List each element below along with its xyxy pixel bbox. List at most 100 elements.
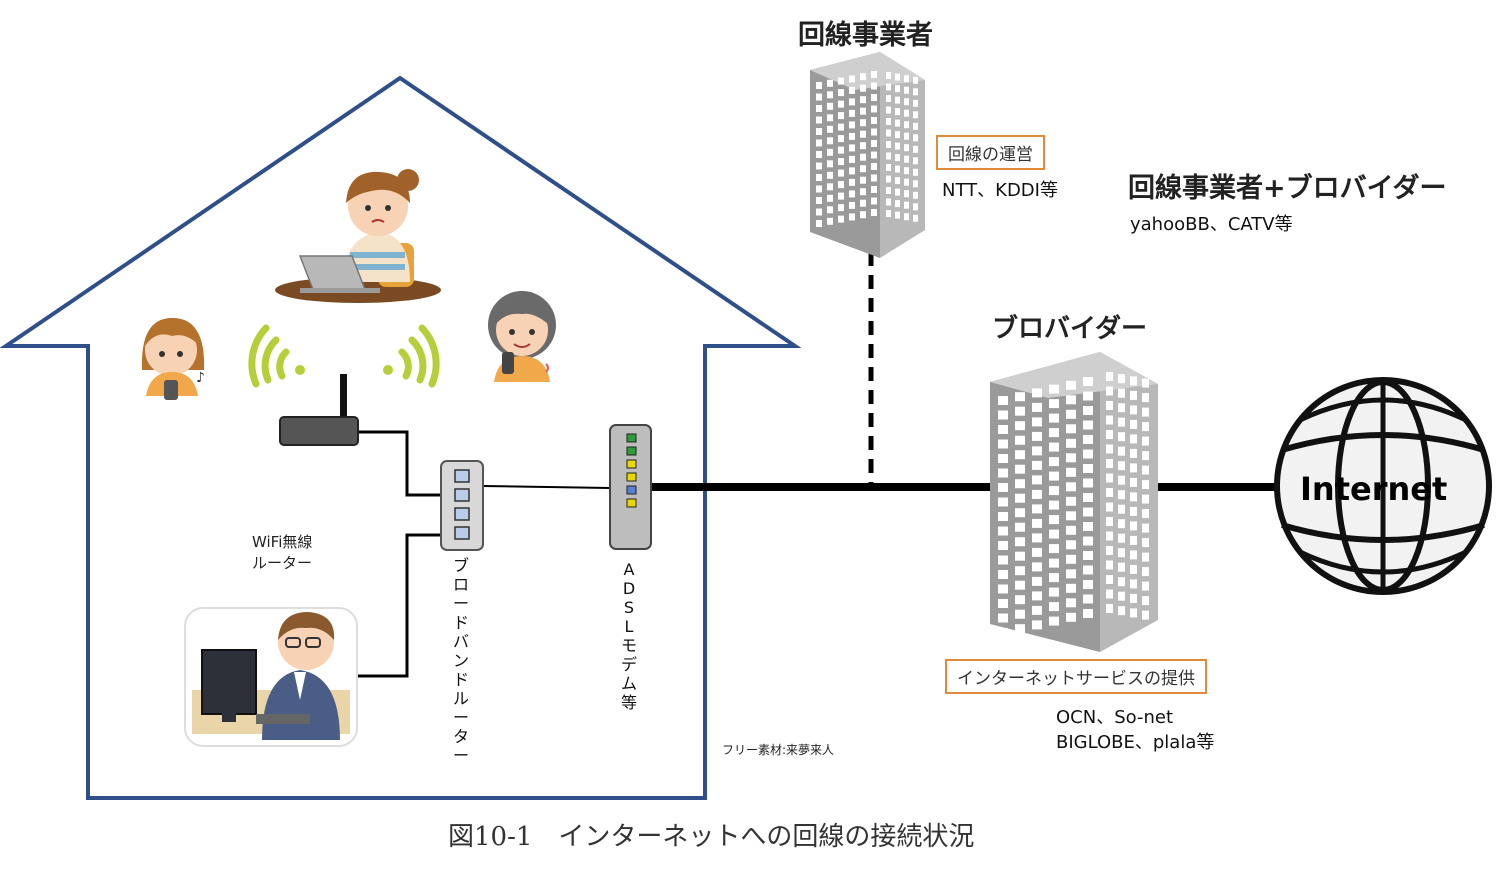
window <box>1142 610 1149 620</box>
window <box>1130 564 1137 574</box>
window <box>913 203 918 211</box>
window <box>827 194 833 202</box>
window <box>849 86 855 94</box>
window <box>838 169 844 177</box>
window <box>1142 393 1149 403</box>
window <box>886 106 891 114</box>
window <box>904 190 909 198</box>
window <box>827 79 833 87</box>
vertical-char: ブ <box>452 556 469 575</box>
vertical-char: ド <box>452 670 469 689</box>
vertical-char: ー <box>452 746 469 765</box>
adsl-modem-icon <box>609 424 652 550</box>
window <box>1032 620 1042 630</box>
window <box>1106 502 1113 512</box>
window <box>838 192 844 200</box>
window <box>1066 598 1076 608</box>
window <box>904 98 909 106</box>
window <box>860 199 866 207</box>
window <box>827 125 833 133</box>
window <box>1066 482 1076 492</box>
window <box>1142 538 1149 548</box>
window <box>1118 461 1125 471</box>
vertical-char: ー <box>452 594 469 613</box>
window <box>904 109 909 117</box>
window <box>860 165 866 173</box>
window <box>886 83 891 91</box>
window <box>1083 580 1093 589</box>
window <box>904 155 909 163</box>
house-outline <box>0 75 802 800</box>
window <box>895 188 900 196</box>
window <box>860 96 866 104</box>
window <box>838 77 844 85</box>
vertical-char: L <box>624 617 634 636</box>
window <box>904 213 909 221</box>
girl-phone-icon: ♪ <box>141 318 205 400</box>
wifi-router-label-line2: ルーター <box>252 554 313 572</box>
window <box>827 137 833 145</box>
window <box>1032 431 1042 441</box>
woman-phone-icon <box>488 291 556 382</box>
window <box>1142 494 1149 504</box>
window <box>886 187 891 194</box>
window <box>895 85 900 93</box>
window <box>1118 490 1125 500</box>
window <box>1106 415 1113 425</box>
window <box>1106 386 1113 396</box>
window <box>1130 463 1137 473</box>
window <box>871 82 877 90</box>
window <box>1049 529 1059 539</box>
window <box>1130 390 1137 400</box>
window <box>1106 430 1113 439</box>
window <box>827 148 833 156</box>
window <box>1049 544 1059 554</box>
provider-examples-line2: BIGLOBE、plala等 <box>1056 732 1215 753</box>
window <box>1083 507 1093 517</box>
window <box>998 439 1008 449</box>
window <box>1049 616 1059 626</box>
window <box>913 76 918 84</box>
window <box>886 175 891 183</box>
window <box>1142 596 1149 606</box>
vertical-char: ロ <box>452 575 469 594</box>
window <box>1118 403 1125 413</box>
window <box>1142 523 1149 533</box>
window <box>1106 459 1113 468</box>
window <box>895 119 900 127</box>
window <box>895 165 900 173</box>
window <box>849 121 855 129</box>
window <box>1118 548 1125 558</box>
window <box>1083 406 1093 415</box>
window <box>860 107 866 115</box>
window <box>1015 522 1025 532</box>
window <box>1049 428 1059 438</box>
window <box>913 214 918 222</box>
window <box>895 108 900 116</box>
window <box>816 128 822 135</box>
window <box>1049 602 1059 612</box>
vertical-char: A <box>623 560 635 579</box>
provider-role-box: インターネットサービスの提供 <box>945 659 1207 694</box>
window <box>816 139 822 147</box>
window <box>1118 374 1125 384</box>
window <box>1106 488 1113 497</box>
window <box>998 454 1008 463</box>
window <box>1083 565 1093 575</box>
window <box>849 75 855 83</box>
window <box>1130 506 1137 516</box>
carrier-examples: NTT、KDDI等 <box>942 180 1058 201</box>
window <box>895 200 900 208</box>
window <box>1118 432 1125 442</box>
window <box>1032 591 1042 601</box>
window <box>1049 471 1059 481</box>
window <box>904 121 909 129</box>
window <box>1032 547 1042 557</box>
window <box>1083 551 1093 560</box>
window <box>1106 575 1113 584</box>
window <box>886 118 891 125</box>
window <box>871 197 877 205</box>
wifi-router-label: WiFi無線 ルーター <box>252 532 312 574</box>
